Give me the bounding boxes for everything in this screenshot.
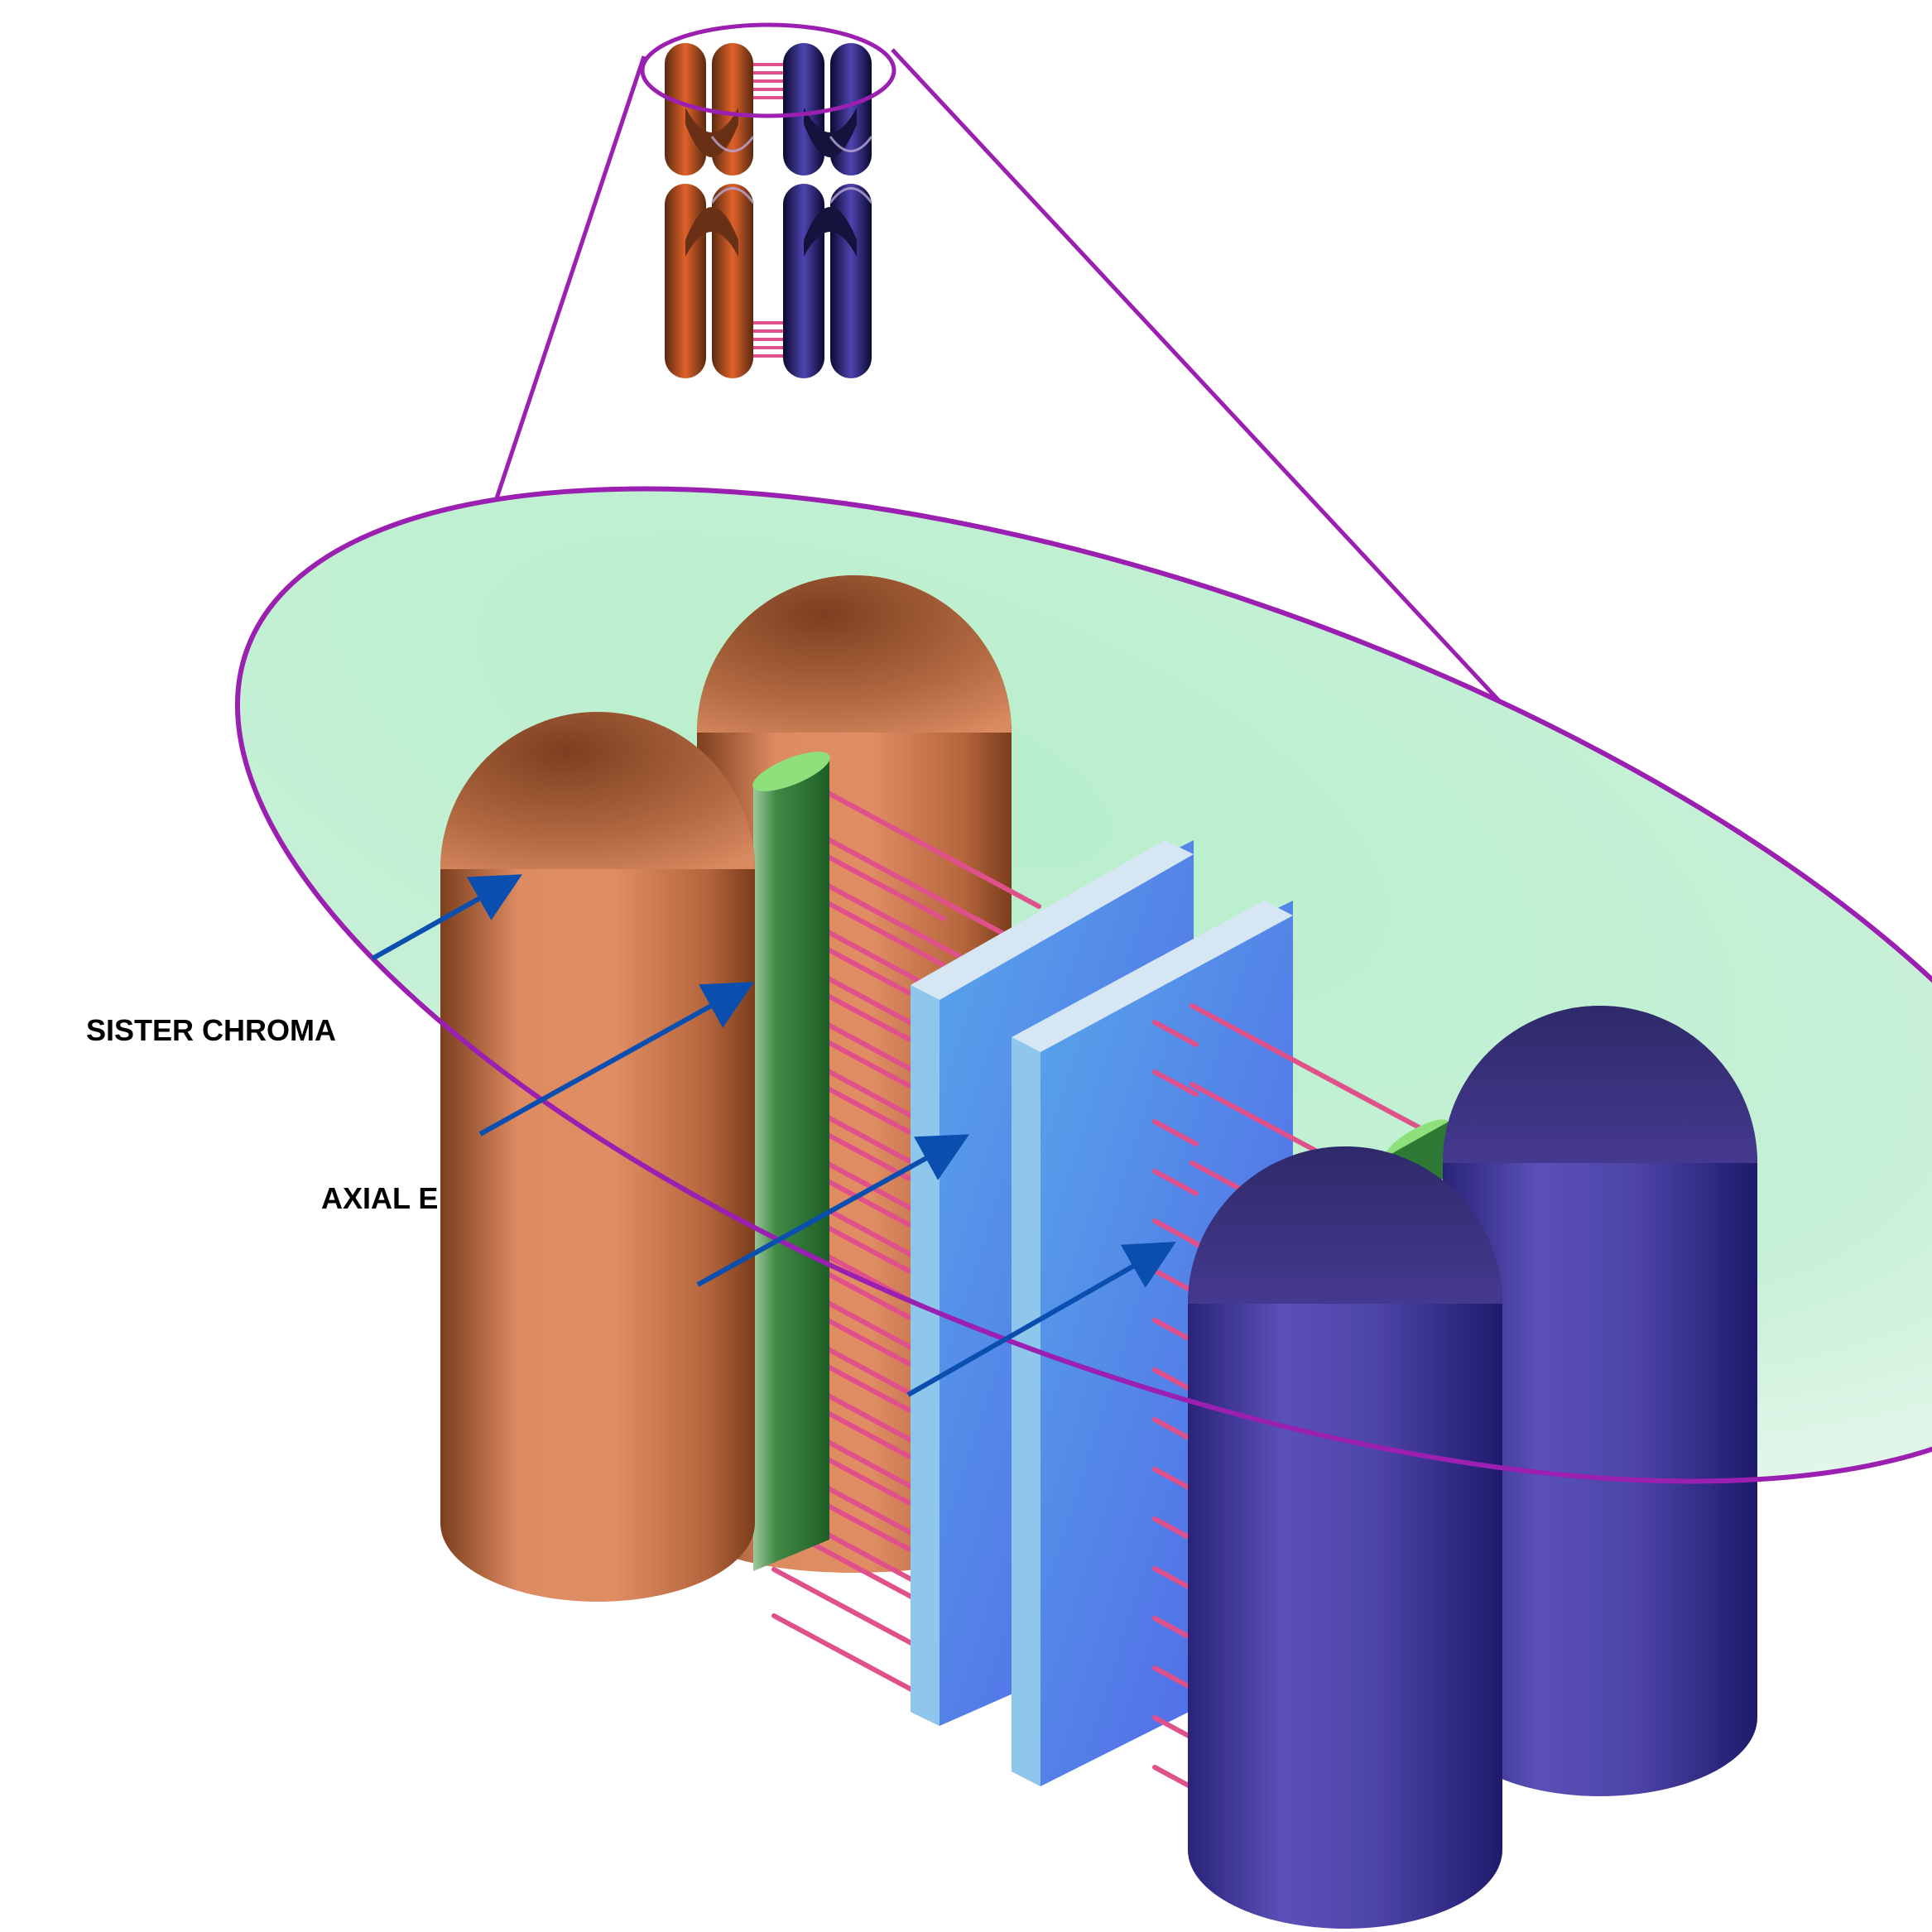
transverse-filament	[1152, 1069, 1199, 1097]
transverse-filament	[821, 788, 1041, 909]
transverse-filament	[1152, 1119, 1199, 1146]
zoom-source-outline	[640, 22, 896, 118]
mini-chromatid-brown-left	[665, 43, 706, 378]
sister-chromatid-brown-front	[440, 712, 755, 1602]
axial-element-green	[752, 752, 830, 1571]
arrow-to-axial-element	[478, 982, 754, 1137]
bivalent-chromosome-overview	[665, 43, 873, 378]
transverse-filament	[1152, 1169, 1199, 1196]
arrow-to-sister-chromatid	[371, 874, 522, 961]
sister-chromatid-blue-back	[1443, 1006, 1757, 1796]
sister-chromatid-blue-front	[1188, 1146, 1502, 1929]
mini-transverse-filaments	[753, 63, 783, 358]
arrow-to-transverse-filament	[906, 1242, 1176, 1397]
transverse-filament	[1152, 1218, 1199, 1246]
zoom-region-outline	[234, 486, 1932, 1484]
mini-chromatid-blue-left	[783, 43, 824, 378]
label-axial-element: AXIAL E	[321, 1181, 438, 1215]
arrow-to-lateral-element	[696, 1134, 969, 1287]
pointer-arrows	[371, 874, 1176, 1397]
transverse-filament	[1189, 1003, 1426, 1132]
label-sister-chromatid: SISTER CHROMA	[86, 1013, 336, 1047]
transverse-filament	[1152, 1020, 1199, 1047]
